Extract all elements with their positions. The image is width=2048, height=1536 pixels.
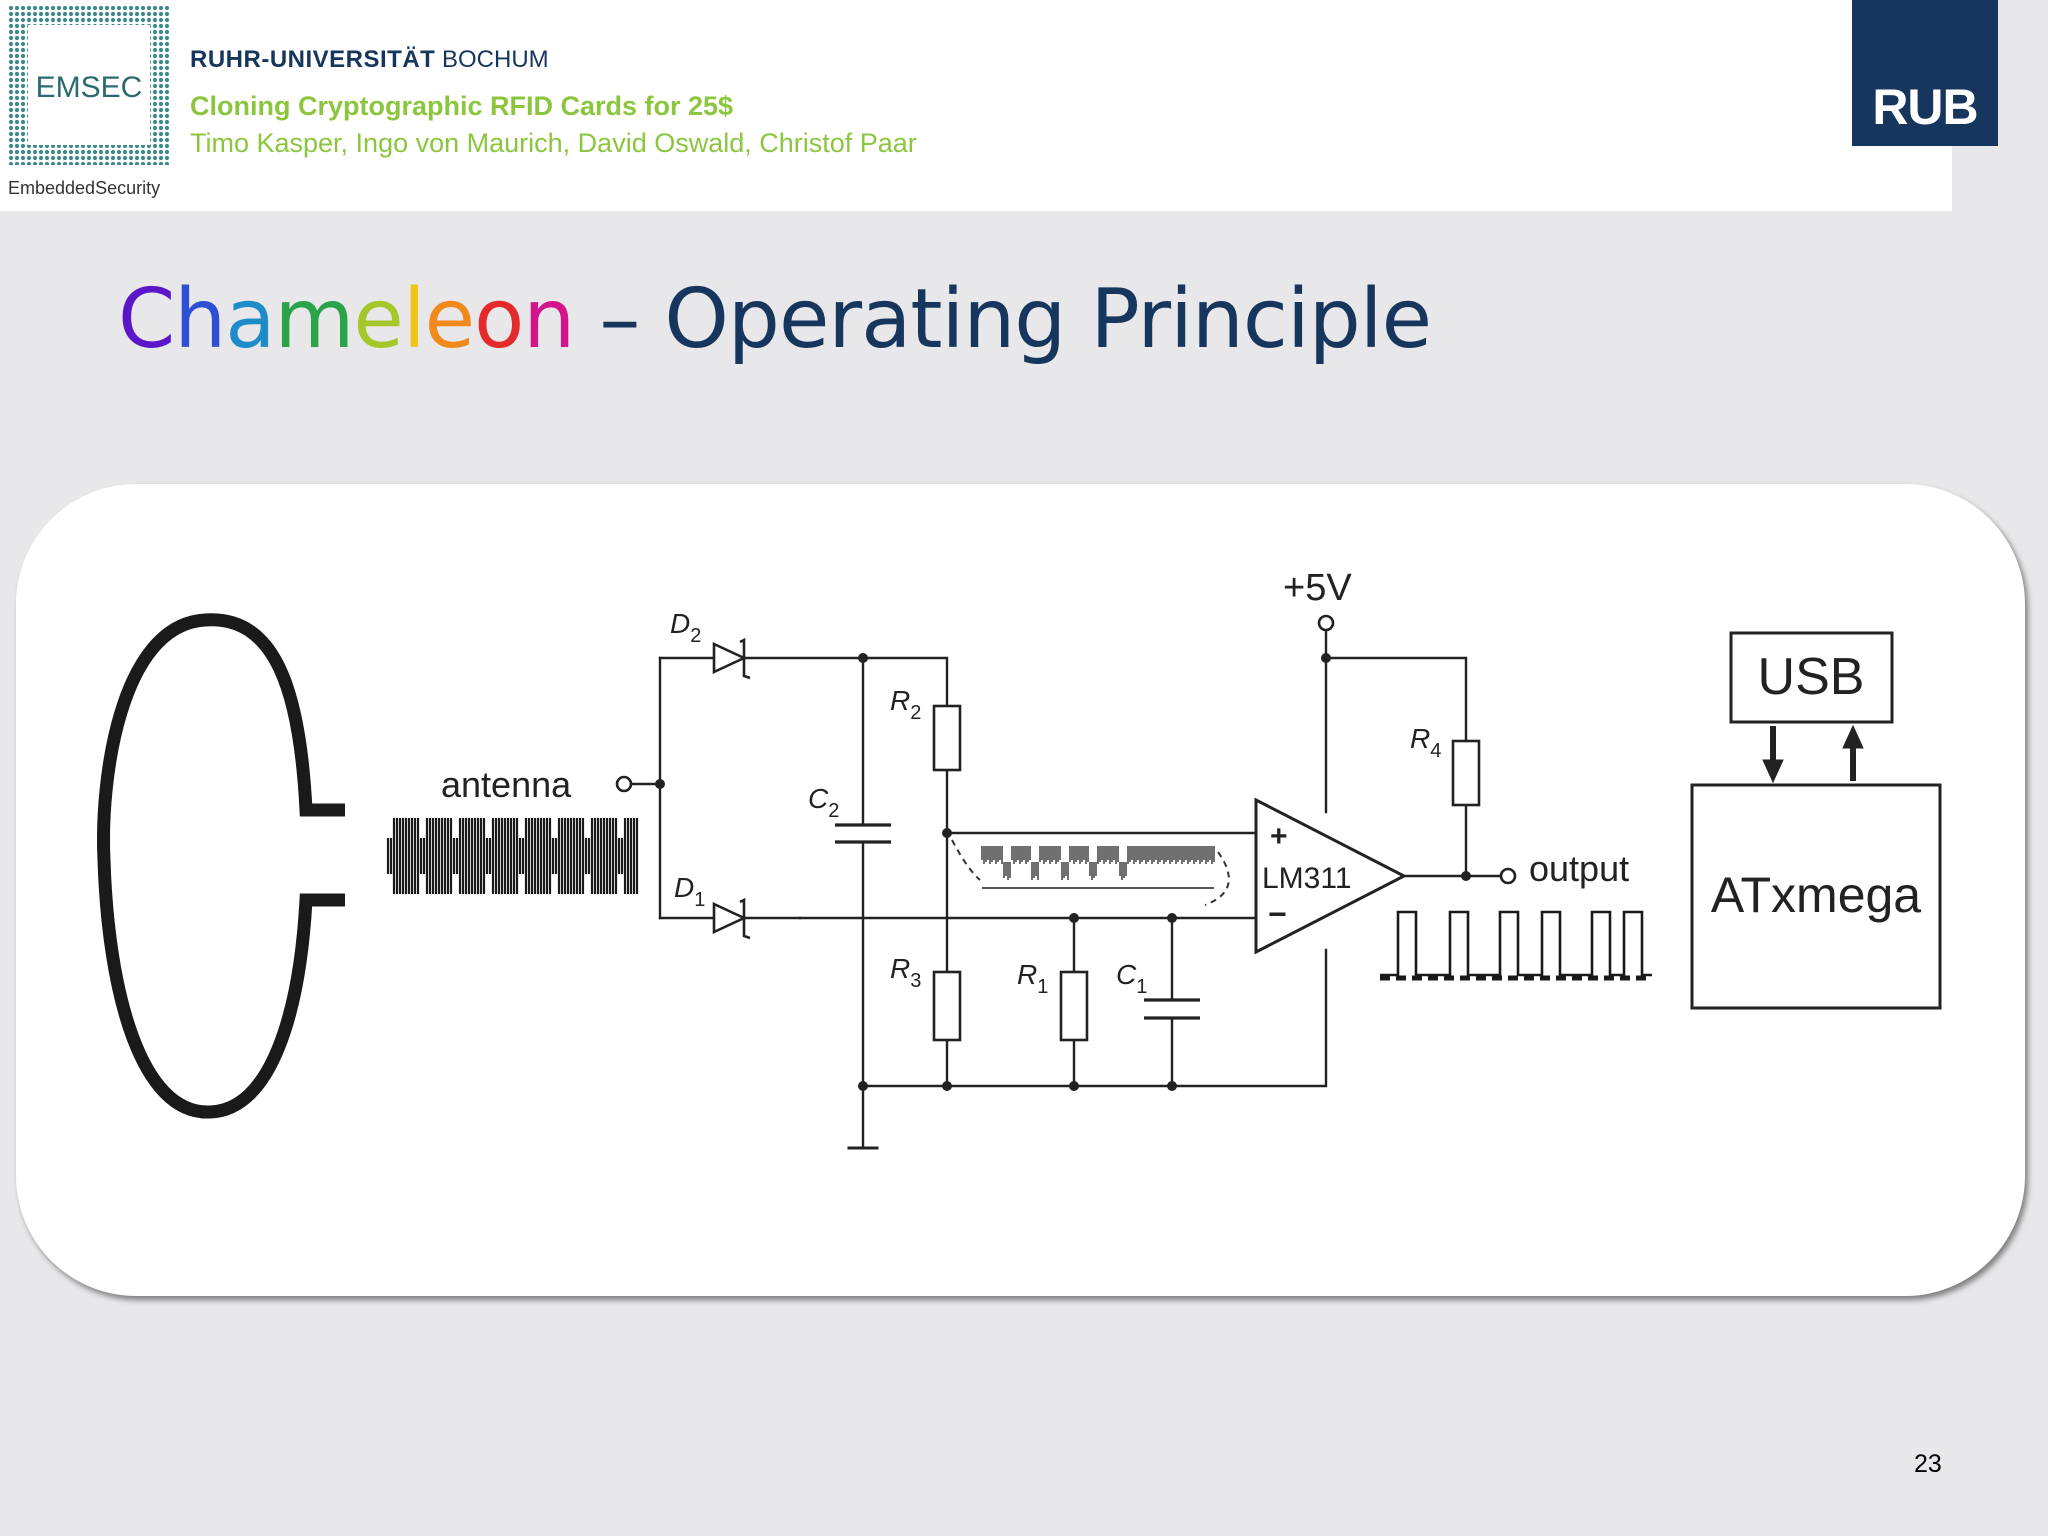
slide-title: Chameleon – Operating Principle: [118, 272, 1432, 367]
logo-text: EMSEC: [36, 71, 143, 104]
output-terminal: [1499, 867, 1517, 885]
arrow-head-up: [1842, 724, 1864, 749]
university-name-rest: BOCHUM: [435, 46, 549, 73]
usb-label: USB: [1758, 648, 1865, 706]
emsec-logo: EMSEC EmbeddedSecurity: [8, 5, 170, 198]
r4-resistor: [1451, 739, 1481, 807]
title-letter: a: [225, 272, 275, 367]
d2-label: D2: [670, 608, 701, 647]
header-band: EMSEC EmbeddedSecurity RUHR-UNIVERSITÄT …: [0, 0, 1952, 211]
output-waveform: [1380, 910, 1652, 981]
title-letter: m: [274, 272, 355, 367]
r2-label: R2: [890, 685, 921, 724]
title-letter: o: [474, 272, 524, 367]
c2-label: C2: [808, 783, 839, 822]
antenna-signal-waveform: [386, 818, 639, 894]
c1-capacitor: [1144, 998, 1200, 1020]
square-wave: [1380, 910, 1652, 977]
junction-dot: [1069, 913, 1079, 923]
r1-label: R1: [1017, 959, 1048, 998]
page-number: 23: [1914, 1450, 1942, 1478]
c1-label: C1: [1116, 959, 1147, 998]
top-rail: [658, 656, 949, 707]
d1-label: D1: [674, 872, 705, 911]
junction-dot: [858, 653, 868, 663]
r3-resistor: [932, 970, 962, 1042]
d2-diode: [712, 641, 748, 675]
lm311-label: LM311: [1262, 862, 1352, 895]
supply-terminal: [1317, 614, 1335, 632]
r1-resistor: [1059, 970, 1089, 1042]
talk-title: Cloning Cryptographic RFID Cards for 25$: [190, 91, 734, 121]
rf-burst: [386, 818, 639, 894]
noisy-signal: [981, 846, 1215, 880]
c2-capacitor: [835, 823, 891, 844]
antenna-label: antenna: [441, 764, 572, 805]
ground-rail: [861, 948, 1328, 1088]
junction-dot: [1461, 871, 1471, 881]
annotation-arrow: [951, 839, 981, 881]
annotation-arrow: [1204, 851, 1230, 906]
antenna-coil: [97, 613, 345, 1119]
title-letter: e: [353, 272, 403, 367]
university-name: RUHR-UNIVERSITÄT BOCHUM: [190, 46, 549, 74]
minus-sign: −: [1268, 896, 1287, 932]
supply-wire: [1324, 628, 1468, 878]
atxmega-box: [1690, 783, 1942, 1010]
r2-resistor: [932, 704, 962, 772]
logo-caption: EmbeddedSecurity: [8, 178, 160, 198]
plus-sign: +: [1270, 820, 1288, 853]
diagram-panel: [16, 484, 2025, 1296]
junction-dot: [942, 1081, 952, 1091]
junction-dot: [1321, 653, 1331, 663]
comparator-input-waveform: [981, 846, 1215, 889]
lm311-comparator: [1254, 797, 1408, 955]
junction-dot: [1167, 1081, 1177, 1091]
junction-dot: [655, 779, 665, 789]
r4-label: R4: [1410, 723, 1441, 762]
university-name-bold: RUHR-UNIVERSITÄT: [190, 46, 436, 73]
title-letter: l: [402, 272, 426, 367]
junction-dot: [858, 1081, 868, 1091]
title-letter: n: [523, 272, 575, 367]
usb-box: [1729, 631, 1894, 724]
r3-label: R3: [890, 953, 921, 992]
rub-logo: RUB: [1852, 0, 1998, 146]
d1-diode: [712, 901, 748, 935]
arrow-head-down: [1762, 759, 1784, 784]
antenna-terminal: [615, 775, 633, 793]
d1-cathode: [739, 897, 751, 940]
d2-cathode: [739, 637, 751, 680]
title-letter: h: [174, 272, 226, 367]
slide-title-rainbow-word: Chameleon: [118, 272, 575, 367]
supply-label: +5V: [1283, 567, 1352, 609]
junction-dot: [1069, 1081, 1079, 1091]
atxmega-label: ATxmega: [1711, 867, 1921, 923]
slide-title-rest: – Operating Principle: [574, 272, 1432, 367]
junction-dot: [942, 828, 952, 838]
title-letter: C: [118, 272, 175, 367]
junction-dot: [1167, 913, 1177, 923]
title-letter: e: [424, 272, 475, 367]
talk-authors: Timo Kasper, Ingo von Maurich, David Osw…: [190, 128, 917, 158]
output-label: output: [1529, 848, 1629, 889]
